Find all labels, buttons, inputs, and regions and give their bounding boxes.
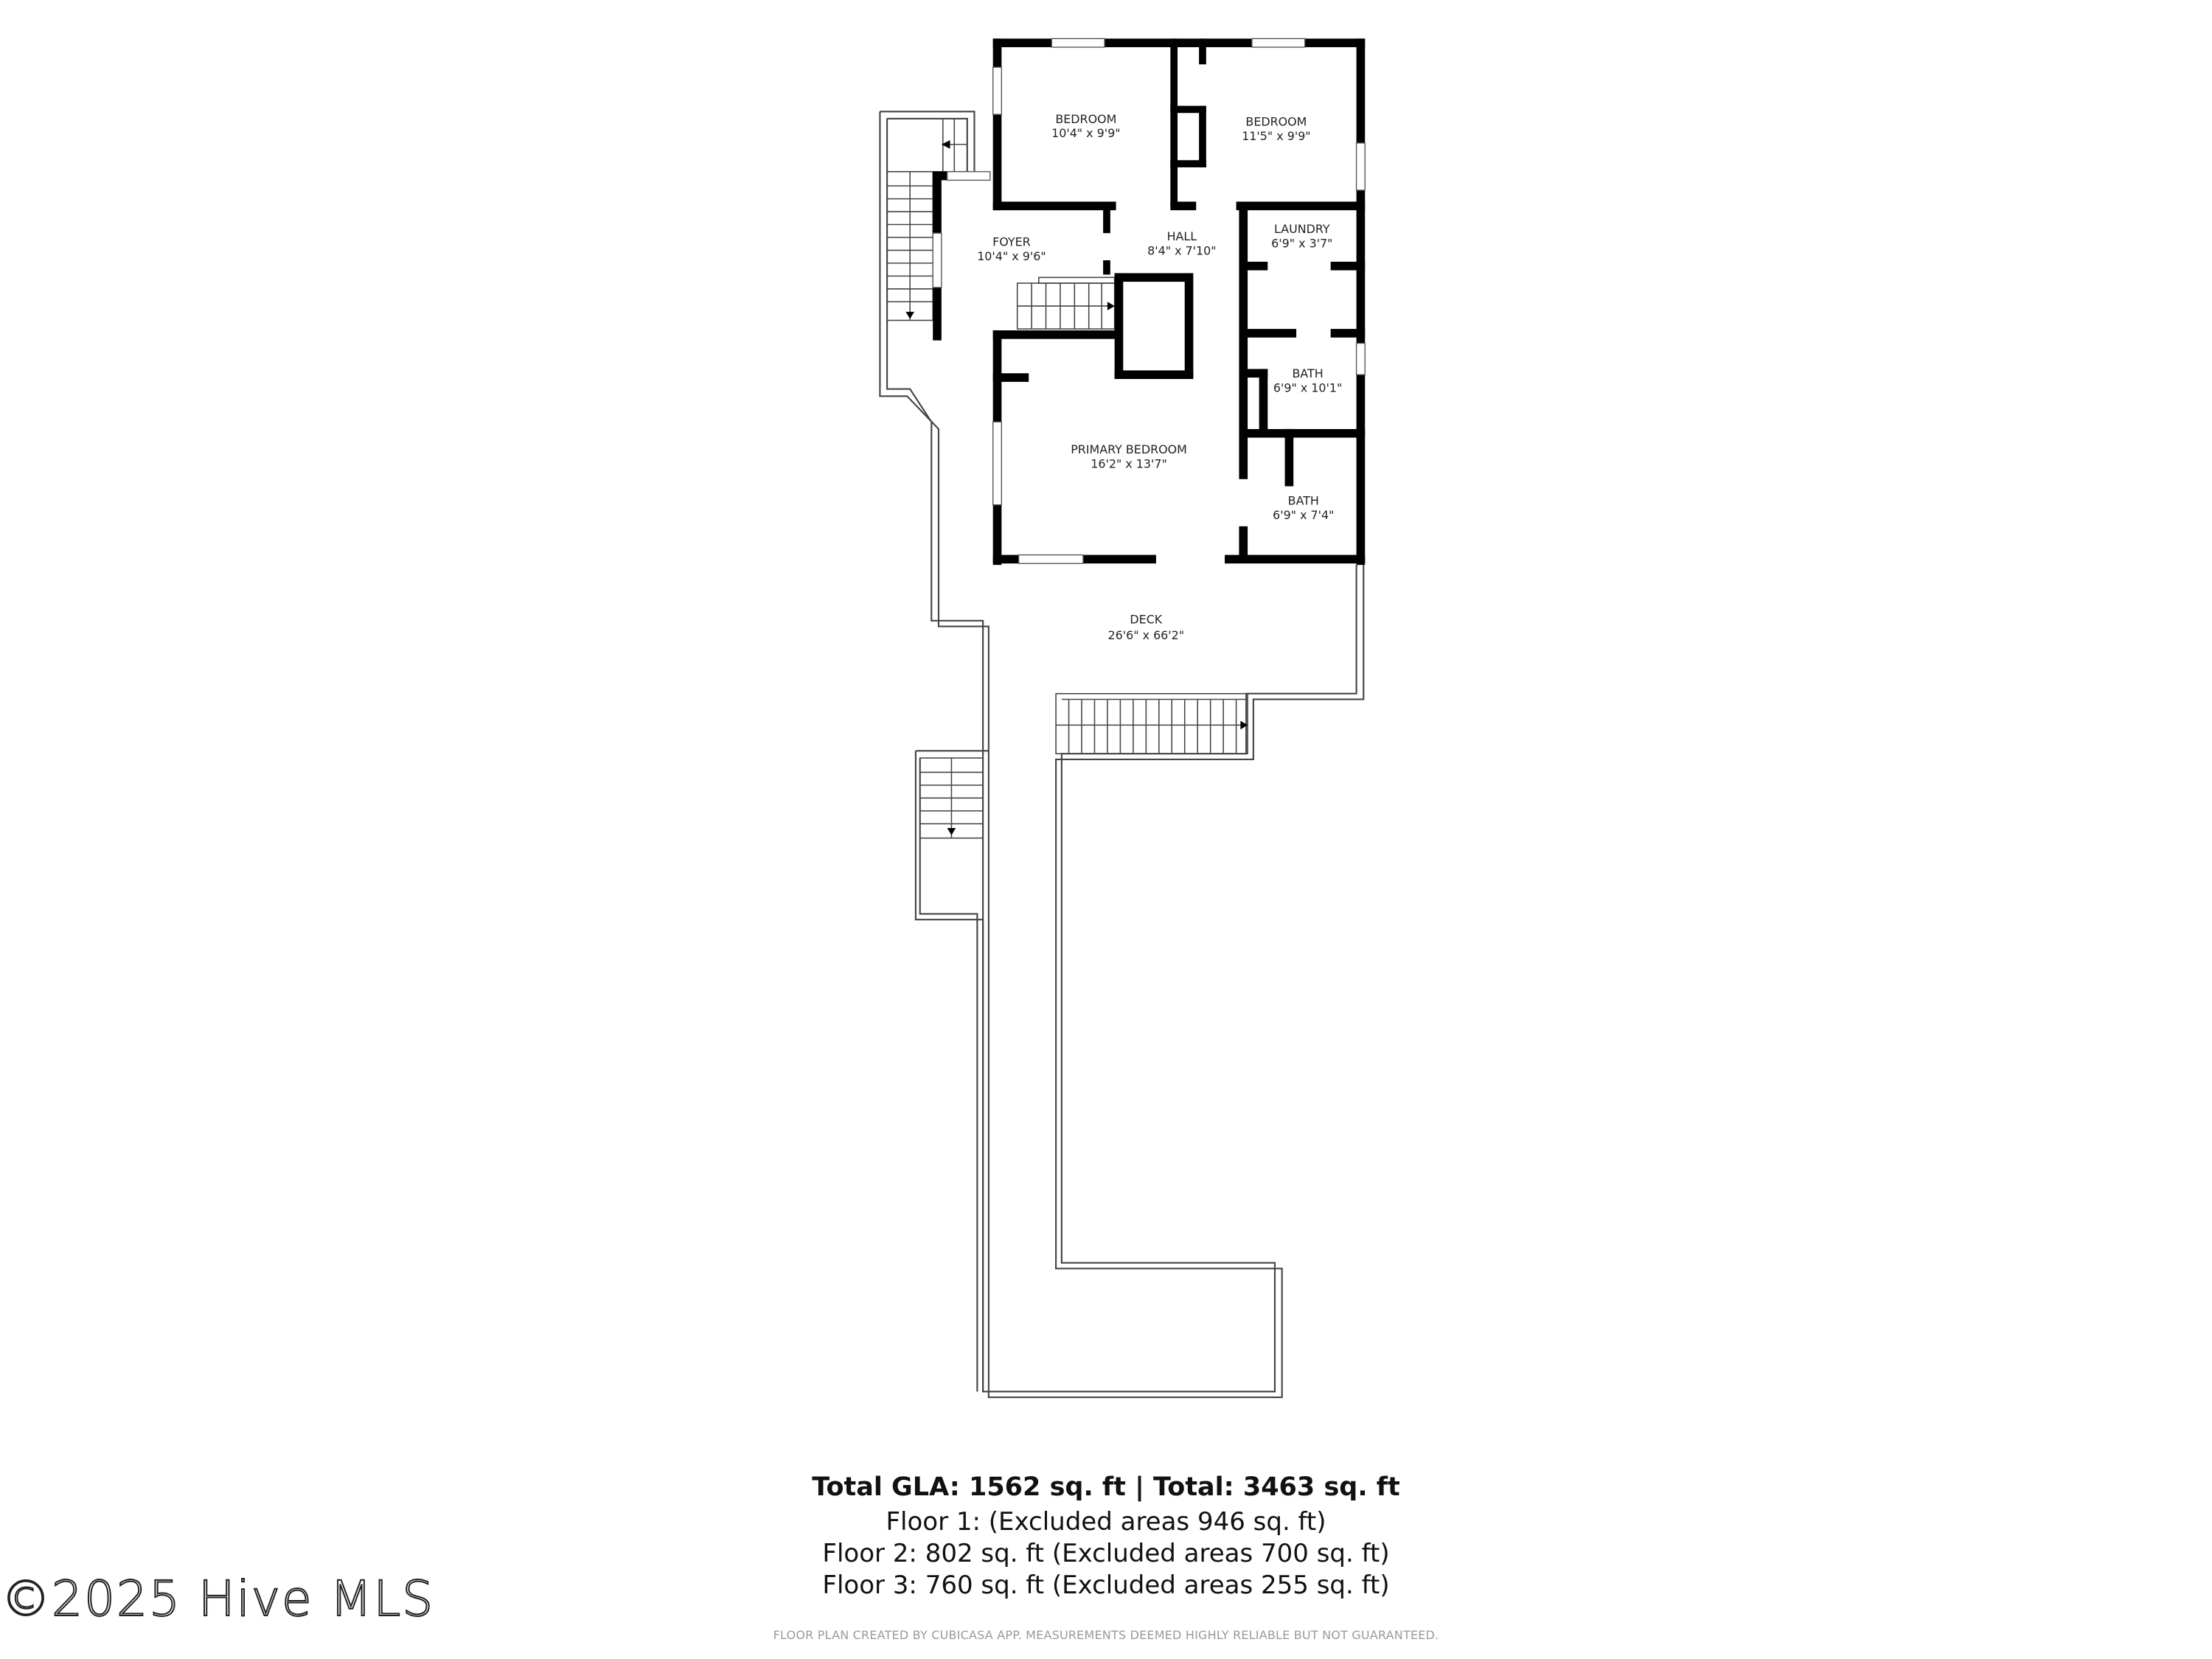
room-laundry: LAUNDRY 6'9" x 3'7" bbox=[1271, 222, 1332, 250]
svg-text:6'9" x 7'4": 6'9" x 7'4" bbox=[1273, 508, 1334, 522]
stairs-deck-main bbox=[1055, 692, 1248, 754]
room-bath-1: BATH 6'9" x 10'1" bbox=[1273, 366, 1342, 394]
room-bedroom-1: BEDROOM 10'4" x 9'9" bbox=[1051, 112, 1120, 140]
stairs-deck-left bbox=[919, 757, 984, 839]
room-hall: HALL 8'4" x 7'10" bbox=[1147, 229, 1216, 257]
disclaimer: FLOOR PLAN CREATED BY CUBICASA APP. MEAS… bbox=[773, 1628, 1439, 1642]
stairs-foyer-interior bbox=[1016, 276, 1116, 330]
area-floor-2: Floor 2: 802 sq. ft (Excluded areas 700 … bbox=[822, 1539, 1390, 1568]
stair-arrow-icon bbox=[941, 140, 950, 149]
svg-text:BEDROOM: BEDROOM bbox=[1245, 115, 1307, 129]
svg-text:BATH: BATH bbox=[1293, 366, 1324, 380]
svg-text:8'4" x 7'10": 8'4" x 7'10" bbox=[1147, 243, 1216, 257]
stair-arrow-icon bbox=[905, 311, 914, 319]
room-bedroom-2: BEDROOM 11'5" x 9'9" bbox=[1242, 115, 1310, 143]
svg-text:16'2" x 13'7": 16'2" x 13'7" bbox=[1091, 456, 1167, 470]
svg-text:LAUNDRY: LAUNDRY bbox=[1274, 222, 1330, 236]
area-total: Total GLA: 1562 sq. ft | Total: 3463 sq.… bbox=[812, 1472, 1400, 1502]
windows bbox=[932, 38, 1366, 564]
svg-text:DECK: DECK bbox=[1130, 613, 1162, 627]
svg-text:6'9" x 3'7": 6'9" x 3'7" bbox=[1271, 237, 1332, 251]
svg-text:11'5" x 9'9": 11'5" x 9'9" bbox=[1242, 129, 1310, 143]
area-floor-3: Floor 3: 760 sq. ft (Excluded areas 255 … bbox=[822, 1571, 1390, 1600]
room-primary-bedroom: PRIMARY BEDROOM 16'2" x 13'7" bbox=[1071, 442, 1187, 470]
stair-arrow-icon bbox=[1107, 302, 1115, 310]
svg-text:6'9" x 10'1": 6'9" x 10'1" bbox=[1273, 380, 1342, 394]
svg-text:PRIMARY BEDROOM: PRIMARY BEDROOM bbox=[1071, 442, 1187, 456]
stair-arrow-icon bbox=[1240, 720, 1248, 730]
room-foyer: FOYER 10'4" x 9'6" bbox=[977, 235, 1046, 263]
svg-text:10'4" x 9'6": 10'4" x 9'6" bbox=[977, 249, 1046, 263]
svg-text:BEDROOM: BEDROOM bbox=[1055, 112, 1116, 126]
svg-text:10'4" x 9'9": 10'4" x 9'9" bbox=[1051, 126, 1120, 140]
stairs-top-left bbox=[886, 118, 968, 173]
stairs-left-run bbox=[886, 170, 933, 321]
svg-text:BATH: BATH bbox=[1288, 494, 1319, 508]
room-deck: DECK 26'6" x 66'2" bbox=[1108, 613, 1185, 642]
watermark: ©2025 Hive MLS bbox=[1, 1570, 435, 1628]
stair-arrow-icon bbox=[947, 828, 956, 835]
room-bath-2: BATH 6'9" x 7'4" bbox=[1273, 494, 1334, 522]
svg-text:26'6" x 66'2": 26'6" x 66'2" bbox=[1108, 628, 1185, 642]
svg-text:FOYER: FOYER bbox=[992, 235, 1031, 249]
area-floor-1: Floor 1: (Excluded areas 946 sq. ft) bbox=[886, 1507, 1326, 1537]
svg-text:HALL: HALL bbox=[1167, 229, 1197, 243]
